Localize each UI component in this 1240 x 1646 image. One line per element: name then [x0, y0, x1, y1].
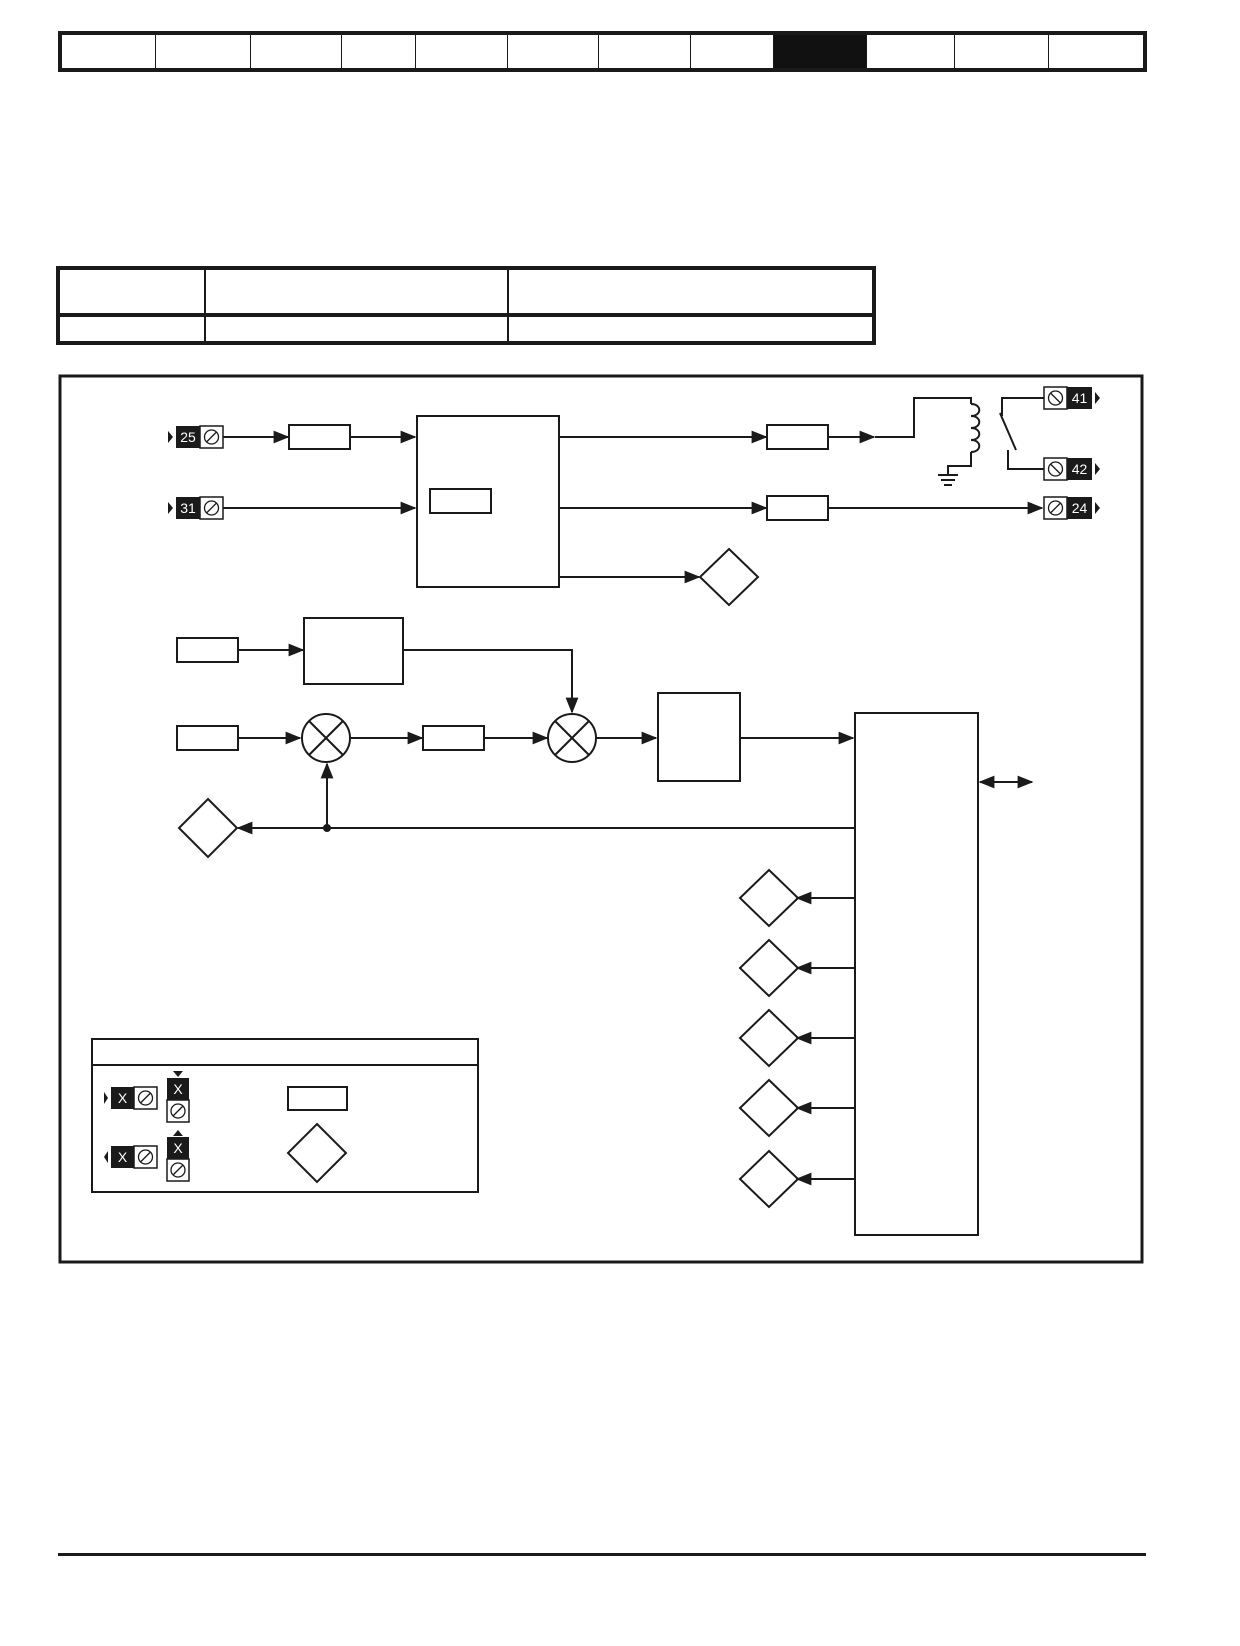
- diagram-frame: [58, 374, 1144, 1264]
- nav-tab-active[interactable]: [774, 35, 867, 68]
- bit-parameter-diamond: [177, 797, 239, 859]
- output-terminal-42: 42: [1043, 457, 1100, 481]
- parameter-box: [766, 495, 829, 521]
- legend-output-terminal: X: [104, 1145, 158, 1169]
- arrow-icon: [1095, 392, 1100, 404]
- function-block-main: [854, 712, 979, 1236]
- arrow-icon: [104, 1151, 108, 1163]
- parameter-box: [176, 725, 239, 751]
- bit-parameter-diamond: [738, 1078, 800, 1138]
- bit-parameter-diamond: [738, 1149, 800, 1209]
- nav-tab[interactable]: [955, 35, 1049, 68]
- arrow-icon: [173, 1130, 183, 1136]
- table-column-divider: [204, 270, 206, 341]
- parameter-table-header: [60, 270, 872, 317]
- parameter-box: [176, 637, 239, 663]
- nav-tab[interactable]: [867, 35, 955, 68]
- nav-tab[interactable]: [156, 35, 251, 68]
- legend-bit-parameter-diamond: [286, 1122, 348, 1184]
- bit-parameter-diamond: [738, 1008, 800, 1068]
- bit-parameter-diamond: [738, 868, 800, 928]
- nav-tab[interactable]: [62, 35, 156, 68]
- terminal-number: 31: [180, 500, 196, 516]
- nav-tab[interactable]: [508, 35, 599, 68]
- legend-terminal-label: X: [118, 1149, 128, 1165]
- bit-parameter-diamond: [698, 547, 760, 607]
- parameter-box: [288, 424, 351, 450]
- terminal-number: 24: [1072, 500, 1088, 516]
- screw-terminal-icon: [199, 425, 224, 449]
- function-block: [416, 415, 560, 588]
- relay-contact-icon: [999, 397, 1044, 470]
- legend-box: X X X: [91, 1038, 479, 1193]
- signal-line: [403, 649, 579, 714]
- arrow-icon: [104, 1092, 108, 1104]
- bit-parameter-diamond: [738, 938, 800, 998]
- nav-tab[interactable]: [691, 35, 774, 68]
- screw-terminal-icon: [166, 1099, 190, 1123]
- output-terminal-24: 24: [1043, 496, 1100, 520]
- legend-terminal-label: X: [173, 1081, 183, 1097]
- arrow-icon: [1095, 463, 1100, 475]
- screw-terminal-icon: [166, 1158, 190, 1182]
- terminal-number: 41: [1072, 390, 1088, 406]
- ground-icon: [938, 474, 958, 486]
- summing-junction-icon: [547, 713, 597, 763]
- input-terminal-31: 31: [168, 496, 224, 520]
- relay-coil-icon: [875, 397, 981, 474]
- nav-tab[interactable]: [599, 35, 691, 68]
- parameter-table: [56, 266, 876, 345]
- table-column-divider: [507, 270, 509, 341]
- arrow-icon: [168, 502, 173, 514]
- nav-tab[interactable]: [342, 35, 416, 68]
- legend-output-terminal-vertical: X: [166, 1130, 190, 1182]
- screw-terminal-icon: [133, 1086, 158, 1110]
- arrow-icon: [1095, 502, 1100, 514]
- output-terminal-41: 41: [1043, 386, 1100, 410]
- legend-input-terminal: X: [104, 1086, 158, 1110]
- terminal-number: 42: [1072, 461, 1088, 477]
- parameter-box: [422, 725, 485, 751]
- screw-terminal-icon: [133, 1145, 158, 1169]
- parameter-box: [429, 488, 492, 514]
- arrow-icon: [168, 431, 173, 443]
- parameter-box: [766, 424, 829, 450]
- input-terminal-25: 25: [168, 425, 224, 449]
- terminal-number: 25: [180, 429, 196, 445]
- nav-tab[interactable]: [251, 35, 342, 68]
- section-nav-bar: [58, 31, 1147, 72]
- legend-input-terminal-vertical: X: [166, 1071, 190, 1123]
- summing-junction-icon: [301, 713, 351, 763]
- screw-terminal-icon: [199, 496, 224, 520]
- arrow-icon: [173, 1071, 183, 1077]
- function-block: [303, 617, 404, 685]
- function-block: [657, 692, 741, 782]
- footer-rule: [58, 1553, 1146, 1556]
- nav-tab[interactable]: [416, 35, 508, 68]
- screw-terminal-icon: [1043, 496, 1068, 520]
- screw-terminal-icon: [1043, 457, 1068, 481]
- legend-terminal-label: X: [118, 1090, 128, 1106]
- screw-terminal-icon: [1043, 386, 1068, 410]
- legend-terminal-label: X: [173, 1140, 183, 1156]
- legend-parameter-box: [287, 1086, 348, 1111]
